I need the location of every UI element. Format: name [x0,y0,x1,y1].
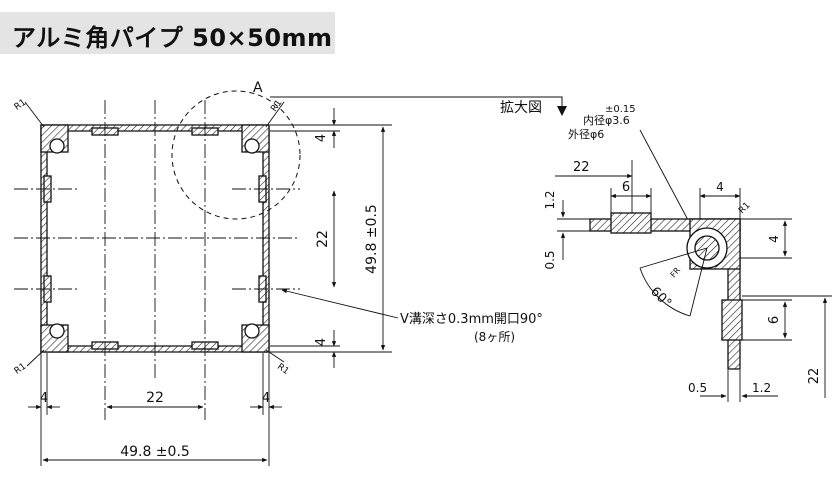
svg-text:R1: R1 [275,362,291,377]
dim-bottom-4-left: 4 [40,391,48,406]
svg-text:R1: R1 [13,98,29,113]
leader-arrowhead [557,106,567,116]
enlarged-top-rib [610,212,652,234]
main-right-dimensions [270,108,392,368]
dim-bottom-22: 22 [146,390,164,406]
dim-right-22: 22 [315,230,331,248]
boss-br [244,323,260,339]
inner-diameter-label: 内径φ3.6 [583,113,630,127]
boss-tl [49,138,65,154]
dim-enlarged-0-5-bottom: 0.5 [688,381,707,395]
outer-diameter-label: 外径φ6 [568,128,604,141]
dim-enlarged-0-5-top: 0.5 [543,250,557,269]
dim-enlarged-4: 4 [716,180,724,194]
enlarged-r1-label: R1 [737,201,753,217]
dim-overall-vertical: 49.8 ±0.5 [364,204,380,274]
detail-marker-label: A [253,80,263,96]
dim-enlarged-4-side: 4 [767,235,781,243]
dim-enlarged-22: 22 [573,160,590,175]
boss-tr [244,138,260,154]
dim-right-4-top: 4 [314,134,329,142]
dim-overall-horizontal: 49.8 ±0.5 [120,444,190,460]
main-bottom-dimensions [28,353,282,466]
dim-enlarged-6-side: 6 [767,316,782,324]
tolerance-label: ±0.15 [605,104,636,115]
dim-enlarged-22-side: 22 [807,368,822,385]
enlarged-dimensions [555,160,832,402]
v-groove-note: V溝深さ0.3mm開口90° [400,312,543,327]
enlarged-profile [589,212,743,370]
page-title: アルミ角パイプ 50×50mm [12,24,333,52]
detail-circle [171,90,301,220]
enlarged-side-rib [721,299,743,341]
fr-label: FR [669,265,683,279]
dim-right-4-bottom: 4 [314,338,329,346]
center-lines [14,100,300,420]
leader-to-enlarged [270,96,563,108]
enlarged-view-label: 拡大図 [500,100,542,116]
dim-enlarged-6: 6 [622,180,630,195]
groove-leader [281,289,399,319]
boss-bl [49,323,65,339]
dim-bottom-4-right: 4 [262,391,270,406]
count-note: (8ヶ所) [474,330,515,344]
dim-enlarged-1-2-bottom: 1.2 [752,381,771,395]
dim-enlarged-1-2-top: 1.2 [543,190,557,209]
title-bar: アルミ角パイプ 50×50mm [0,12,335,54]
svg-text:R1: R1 [13,362,29,377]
